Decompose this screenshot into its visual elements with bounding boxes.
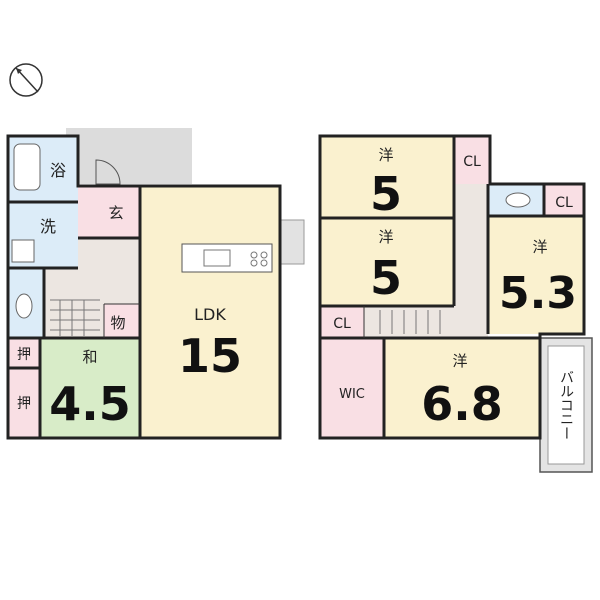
- room2-label: 洋: [378, 228, 393, 246]
- room2-size: 5: [370, 251, 402, 305]
- floor1-outer-wall: [6, 134, 282, 440]
- entrance-room: [78, 186, 140, 238]
- entrance-door-icon: [95, 159, 121, 185]
- floor-1: 浴 洗 玄 物 LDK 15 和 4.5 押 押: [6, 128, 305, 440]
- closet-3: [544, 184, 584, 216]
- hall-2f: [454, 184, 488, 338]
- wic-room: [320, 338, 384, 438]
- ldk-room: [140, 186, 280, 438]
- porch: [66, 128, 192, 184]
- balcony-label: バルコニー: [558, 370, 574, 440]
- washroom-label: 洗: [40, 217, 56, 236]
- western-room-2: [320, 218, 454, 306]
- washitsu-label: 和: [82, 348, 97, 366]
- oshiire-2-label: 押: [17, 396, 31, 412]
- room3-label: 洋: [532, 238, 547, 256]
- floor2-outer-wall: [318, 134, 586, 440]
- storeroom-label: 物: [110, 314, 125, 332]
- outdoor-unit: [279, 219, 305, 265]
- stair-steps-1f: [50, 299, 100, 336]
- kitchen-counter-icon: [181, 243, 273, 273]
- room3-size: 5.3: [499, 268, 577, 319]
- room1-size: 5: [370, 167, 402, 221]
- room1-closet-label: CL: [463, 154, 481, 170]
- oshiire-1: [8, 338, 40, 368]
- room4-label: 洋: [452, 352, 467, 370]
- room1-label: 洋: [378, 146, 393, 164]
- closet-1: [454, 136, 490, 184]
- room4-size: 6.8: [421, 377, 503, 431]
- ldk-size: 15: [178, 329, 242, 383]
- storeroom: [104, 304, 140, 338]
- oshiire-1-label: 押: [17, 347, 31, 363]
- room3-closet-label: CL: [555, 195, 573, 211]
- stair-1f: [44, 268, 104, 338]
- western-room-4: [384, 338, 540, 438]
- oshiire-2: [8, 368, 40, 438]
- bath-label: 浴: [50, 161, 66, 180]
- washitsu-size: 4.5: [49, 377, 131, 431]
- wic-label: WIC: [339, 387, 365, 402]
- western-room-3: [488, 216, 584, 334]
- toilet-icon: [15, 293, 33, 319]
- toilet-2f-icon: [505, 192, 531, 208]
- room2-closet-label: CL: [333, 316, 351, 332]
- washitsu-room: [40, 338, 140, 438]
- closet-2: [320, 306, 364, 338]
- north-compass-icon: [9, 63, 43, 97]
- washbasin-icon: [11, 239, 35, 263]
- entrance-label: 玄: [108, 204, 123, 222]
- floor-2: 洋 5 CL 洋 5 CL 洋 5.3 CL 洋 6.8 WIC バルコニー: [318, 134, 593, 473]
- western-room-1: [320, 136, 454, 218]
- ldk-label: LDK: [194, 305, 226, 324]
- stair-2f: [364, 306, 454, 338]
- stair-steps-2f: [379, 310, 441, 334]
- bathtub-icon: [13, 143, 41, 191]
